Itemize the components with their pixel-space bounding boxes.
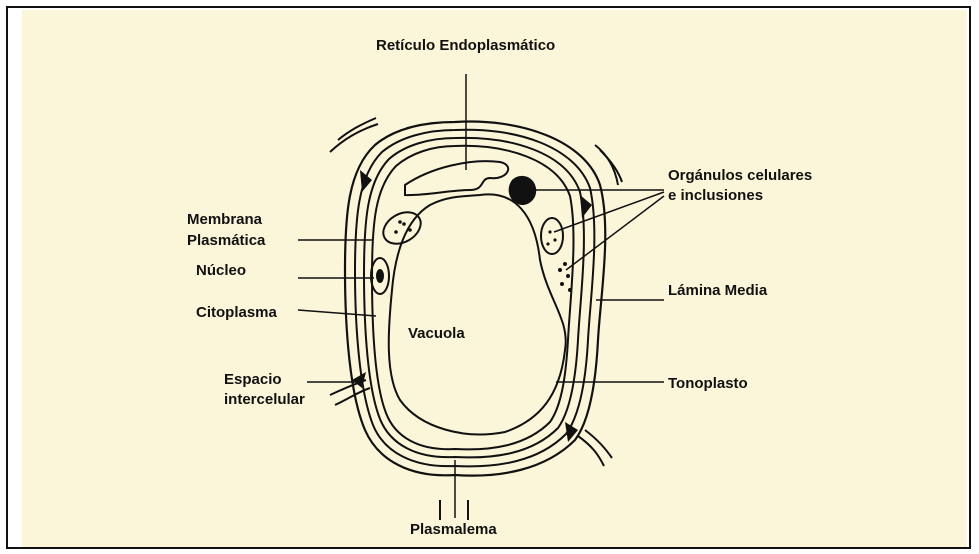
label-reticulo: Retículo Endoplasmático [376, 37, 555, 54]
label-organulos-2: e inclusiones [668, 187, 763, 204]
label-nucleo: Núcleo [196, 262, 246, 279]
label-tonoplasto: Tonoplasto [668, 375, 748, 392]
vacuole-membrane [389, 194, 566, 434]
label-vacuola: Vacuola [408, 325, 465, 342]
label-espacio-1: Espacio [224, 371, 282, 388]
label-plasmalema: Plasmalema [410, 521, 497, 538]
adjacent-cell-walls [330, 118, 622, 520]
er-organelle [405, 161, 508, 195]
leader-lines [298, 74, 664, 518]
label-membrana-1: Membrana [187, 211, 263, 228]
label-lamina: Lámina Media [668, 282, 768, 299]
label-membrana-2: Plasmática [187, 232, 266, 249]
cell-wall-layers [345, 122, 605, 476]
label-organulos-1: Orgánulos celulares [668, 167, 812, 184]
label-espacio-2: intercelular [224, 391, 305, 408]
nucleus [371, 258, 389, 294]
label-citoplasma: Citoplasma [196, 304, 278, 321]
